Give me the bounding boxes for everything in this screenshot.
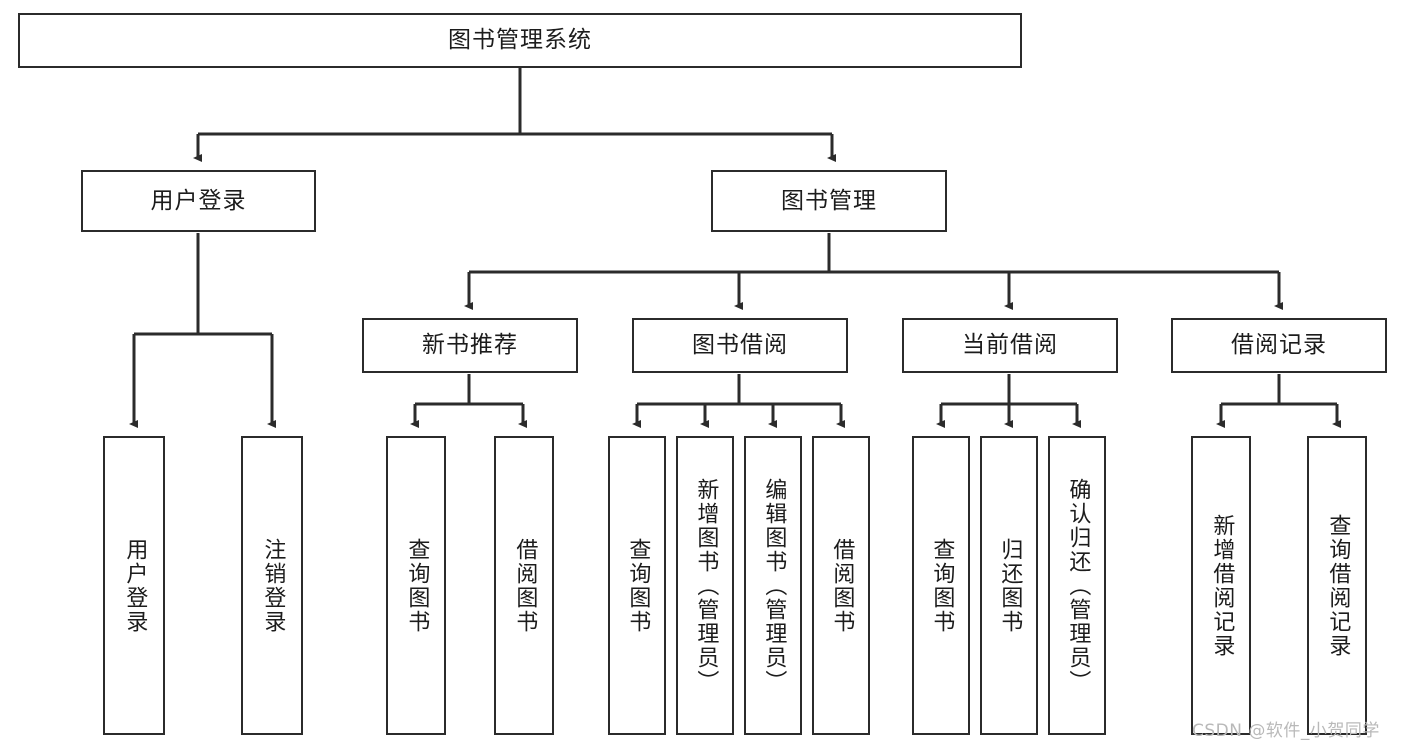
node-new-book-recommend-label: 新书推荐 — [422, 332, 518, 359]
node-leaf-return-book-label: 归还图书 — [997, 537, 1023, 634]
node-book-manage-label: 图书管理 — [781, 187, 877, 214]
node-leaf-user-login[interactable]: 用户登录 — [103, 436, 165, 735]
node-leaf-query-book-borrow-label: 查询图书 — [625, 537, 651, 634]
node-leaf-add-book-admin[interactable]: 新增图书（管理员） — [676, 436, 734, 735]
node-book-borrow[interactable]: 图书借阅 — [632, 318, 848, 373]
node-leaf-logout-label: 注销登录 — [260, 537, 286, 634]
node-leaf-borrow-book-recommend[interactable]: 借阅图书 — [494, 436, 554, 735]
node-leaf-edit-book-admin-label: 编辑图书（管理员） — [761, 477, 787, 694]
node-new-book-recommend[interactable]: 新书推荐 — [362, 318, 578, 373]
node-leaf-confirm-return-admin[interactable]: 确认归还（管理员） — [1048, 436, 1106, 735]
node-leaf-query-book-borrow[interactable]: 查询图书 — [608, 436, 666, 735]
node-leaf-user-login-label: 用户登录 — [122, 537, 148, 634]
watermark-text: CSDN @软件_小贺同学 — [1192, 721, 1380, 741]
node-leaf-query-book-current[interactable]: 查询图书 — [912, 436, 970, 735]
node-user-login-label: 用户登录 — [150, 187, 247, 214]
node-book-manage[interactable]: 图书管理 — [711, 170, 947, 232]
node-leaf-query-book-current-label: 查询图书 — [929, 537, 955, 634]
node-leaf-borrow-book[interactable]: 借阅图书 — [812, 436, 870, 735]
node-root-label: 图书管理系统 — [448, 27, 592, 54]
node-leaf-borrow-book-recommend-label: 借阅图书 — [512, 537, 538, 634]
node-leaf-add-book-admin-label: 新增图书（管理员） — [693, 477, 719, 694]
node-leaf-add-borrow-record[interactable]: 新增借阅记录 — [1191, 436, 1251, 735]
node-leaf-borrow-book-label: 借阅图书 — [829, 537, 855, 634]
node-current-borrow-label: 当前借阅 — [962, 332, 1058, 359]
node-book-borrow-label: 图书借阅 — [692, 332, 788, 359]
node-leaf-query-book-recommend[interactable]: 查询图书 — [386, 436, 446, 735]
node-leaf-add-borrow-record-label: 新增借阅记录 — [1209, 513, 1235, 658]
node-leaf-return-book[interactable]: 归还图书 — [980, 436, 1038, 735]
node-leaf-query-borrow-record[interactable]: 查询借阅记录 — [1307, 436, 1367, 735]
node-leaf-logout[interactable]: 注销登录 — [241, 436, 303, 735]
node-leaf-edit-book-admin[interactable]: 编辑图书（管理员） — [744, 436, 802, 735]
node-leaf-query-book-recommend-label: 查询图书 — [404, 537, 430, 634]
node-borrow-record-label: 借阅记录 — [1231, 332, 1327, 359]
node-leaf-query-borrow-record-label: 查询借阅记录 — [1325, 513, 1351, 658]
node-leaf-confirm-return-admin-label: 确认归还（管理员） — [1065, 477, 1091, 694]
node-borrow-record[interactable]: 借阅记录 — [1171, 318, 1387, 373]
node-current-borrow[interactable]: 当前借阅 — [902, 318, 1118, 373]
node-root[interactable]: 图书管理系统 — [18, 13, 1022, 68]
node-user-login[interactable]: 用户登录 — [81, 170, 316, 232]
